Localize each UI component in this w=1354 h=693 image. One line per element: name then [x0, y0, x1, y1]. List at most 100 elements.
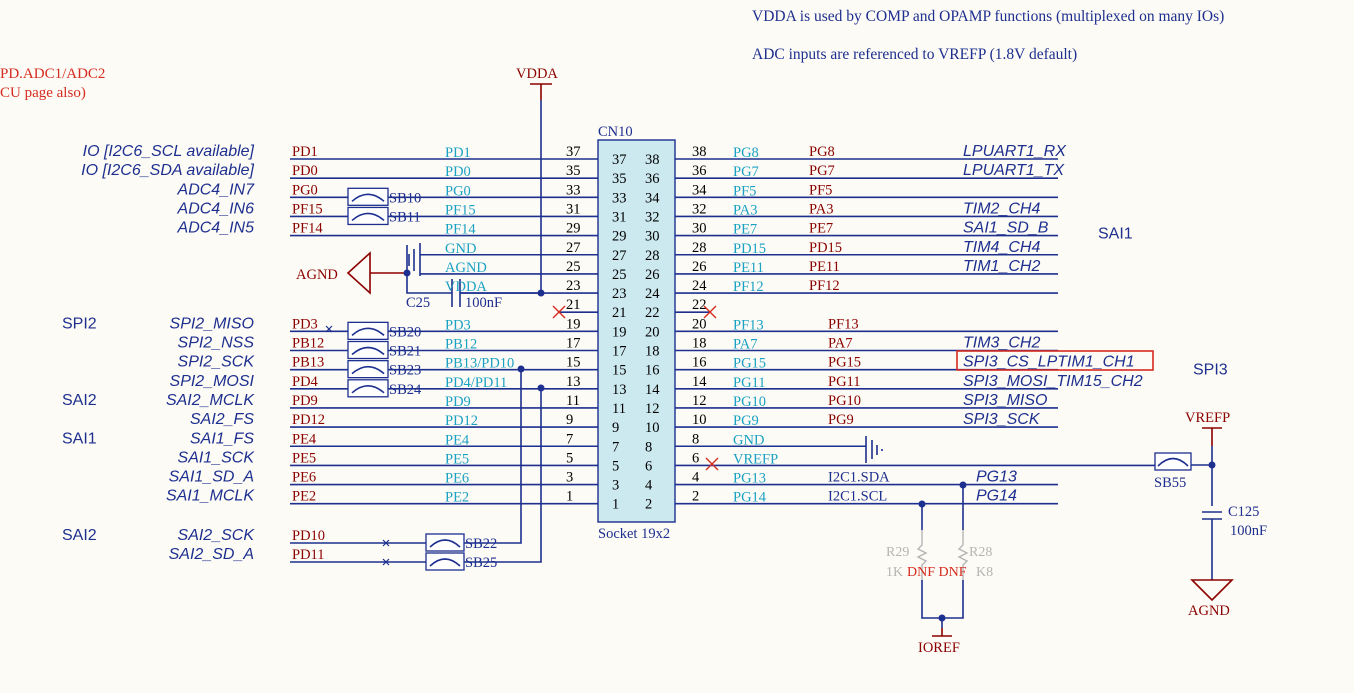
solder-bridge-arc-SB24	[351, 385, 385, 394]
i2c-junction-1	[918, 500, 926, 508]
connector-pin-35: 35	[612, 171, 627, 187]
nc-mark	[382, 558, 390, 566]
right-pin-number: 14	[692, 374, 707, 390]
right-signal: PG8	[809, 144, 835, 160]
right-net-label: PD15	[733, 241, 766, 257]
solder-bridge-arc	[429, 539, 461, 548]
right-net-label: PE7	[733, 222, 757, 238]
solder-bridge-arc-SB20	[351, 327, 385, 336]
right-pin-number: 20	[692, 316, 707, 332]
connector-pin-4: 4	[645, 478, 653, 494]
nc-mark	[382, 539, 390, 547]
dnf-label: DNF DNF	[907, 565, 967, 580]
right-signal: PG11	[828, 374, 861, 390]
extra-function: SAI2_SD_A	[169, 546, 254, 563]
left-pin-number: 9	[566, 412, 573, 428]
solder-bridge-label: SB24	[389, 382, 422, 398]
right-net-label: PF5	[733, 183, 756, 199]
left-function: SAI1_SD_A	[169, 469, 254, 486]
left-group: SAI2	[62, 392, 97, 409]
right-pin-number: 16	[692, 355, 707, 371]
connector-ref: CN10	[598, 124, 633, 140]
left-net-label: PE5	[445, 451, 469, 467]
left-function: ADC4_IN5	[177, 220, 255, 237]
left-pin-number: 35	[566, 163, 581, 179]
left-function: ADC4_IN6	[177, 200, 255, 217]
right-pin-number: 18	[692, 336, 707, 352]
c25-label: C25	[406, 295, 430, 311]
left-pin-number: 27	[566, 240, 581, 256]
r29-label: R29	[886, 545, 909, 560]
left-pin-number: 37	[566, 144, 581, 160]
extra-signal: PD11	[292, 547, 325, 563]
left-pin-number: 7	[566, 431, 573, 447]
right-function: SPI3_MOSI_TIM15_CH2	[963, 373, 1143, 390]
connector-pin-23: 23	[612, 286, 627, 302]
connector-pin-22: 22	[645, 305, 660, 321]
right-net-label: PG13	[733, 471, 766, 487]
right-pin-number: 12	[692, 393, 707, 409]
left-signal: PD1	[292, 144, 318, 160]
left-pin-number: 31	[566, 201, 581, 217]
connector-pin-10: 10	[645, 420, 660, 436]
connector-pin-30: 30	[645, 229, 660, 245]
connector-pin-26: 26	[645, 267, 660, 283]
solder-bridge-label: SB25	[465, 555, 497, 571]
note-red-1: PD.ADC1/ADC2	[0, 66, 105, 82]
connector-pin-13: 13	[612, 382, 627, 398]
right-function: TIM1_CH2	[963, 258, 1040, 275]
right-group: SPI3	[1193, 362, 1228, 379]
vrefp-junction	[1208, 461, 1216, 469]
nc-cross-21	[552, 305, 566, 319]
r29-value: 1K	[886, 565, 903, 580]
left-function: SAI2_MCLK	[166, 392, 255, 409]
right-function: PG13	[976, 469, 1017, 486]
connector-pin-6: 6	[645, 458, 652, 474]
right-signal: I2C1.SCL	[828, 489, 887, 505]
connector-pin-31: 31	[612, 209, 627, 225]
right-pin-number: 36	[692, 163, 707, 179]
left-net-label: AGND	[445, 260, 487, 276]
right-net-label: PG11	[733, 375, 766, 391]
connector-pin-34: 34	[645, 190, 660, 206]
left-function: IO [I2C6_SCL available]	[83, 143, 255, 160]
solder-bridge-label: SB23	[389, 363, 421, 379]
right-signal: PE11	[809, 259, 840, 275]
extra-function: SAI2_SCK	[178, 527, 256, 544]
left-function: IO [I2C6_SDA available]	[81, 162, 254, 179]
connector-pin-7: 7	[612, 439, 619, 455]
left-net-label: PG0	[445, 183, 471, 199]
nc-cross-22	[703, 305, 717, 319]
right-net-label: PA7	[733, 337, 757, 353]
right-signal: PF13	[828, 316, 859, 332]
right-signal: PE7	[809, 221, 833, 237]
connector-pin-12: 12	[645, 401, 660, 417]
sb55-label: SB55	[1154, 475, 1186, 491]
right-net-label: PA3	[733, 202, 757, 218]
right-signal: PG10	[828, 393, 861, 409]
left-pin-number: 19	[566, 316, 581, 332]
right-pin-number: 6	[692, 450, 699, 466]
c125-label: C125	[1228, 504, 1259, 520]
connector-pin-24: 24	[645, 286, 660, 302]
left-function: SPI2_SCK	[178, 354, 256, 371]
right-net-label: PE11	[733, 260, 764, 276]
r28-value: K8	[976, 565, 993, 580]
vrefp-wire	[1191, 446, 1222, 580]
left-group: SAI1	[62, 430, 97, 447]
right-net-label: VREFP	[733, 451, 778, 467]
right-signal: PF12	[809, 278, 840, 294]
connector-pin-36: 36	[645, 171, 660, 187]
left-signal: PF15	[292, 201, 323, 217]
left-net-label: PB12	[445, 337, 477, 353]
gnd-symbol-r	[865, 436, 883, 463]
left-pin-number: 25	[566, 259, 581, 275]
solder-bridge-SB11	[347, 206, 389, 226]
right-signal: PG7	[809, 163, 835, 179]
left-signal: PE6	[292, 470, 316, 486]
vdda-bar	[530, 83, 552, 100]
left-signal: PF14	[292, 221, 323, 237]
connector-pin-38: 38	[645, 152, 660, 168]
right-function: PG14	[976, 488, 1017, 505]
